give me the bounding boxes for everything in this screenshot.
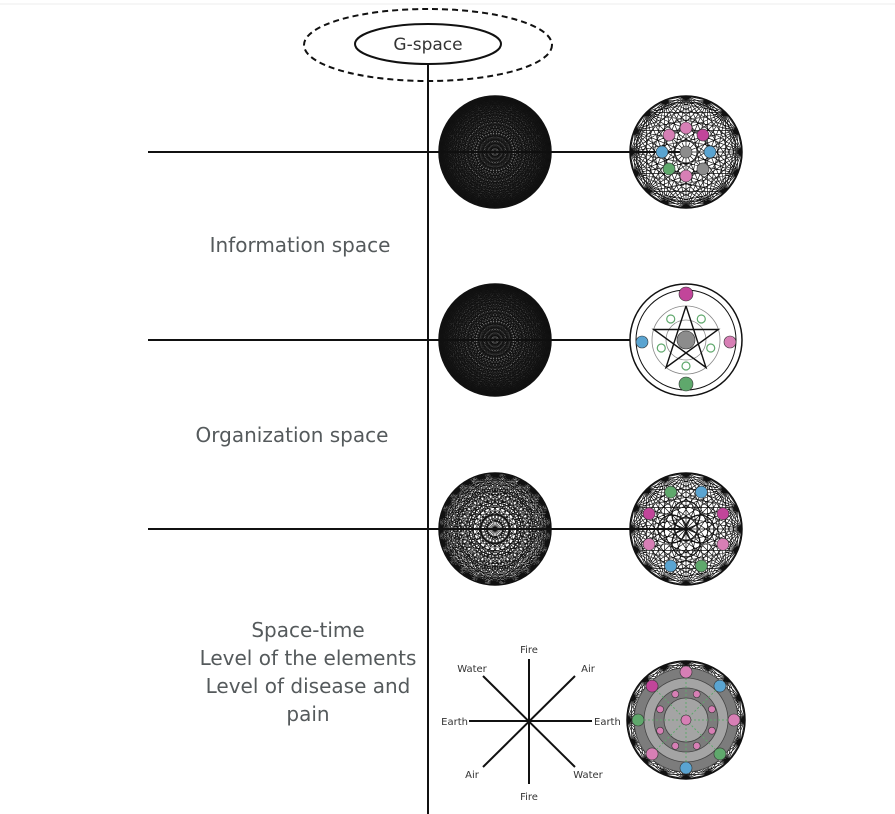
compass-top-label: Fire (520, 645, 538, 656)
node-dot (713, 747, 727, 761)
dense-mesh-circle-2 (438, 283, 552, 397)
node-dot (642, 507, 656, 520)
star-node (696, 314, 706, 324)
compass-right-label: Earth (594, 717, 621, 728)
node-dot (703, 145, 717, 159)
node-dot (671, 690, 680, 698)
node-dot (645, 747, 659, 761)
mesh-outline (629, 472, 743, 586)
node-dot (692, 742, 701, 750)
mesh-ring (456, 490, 534, 568)
node-dot (679, 761, 693, 775)
pain-label: pain (286, 702, 330, 726)
element-disk-circle (626, 660, 746, 780)
mesh-outline (438, 95, 552, 209)
compass-bottom-label: Fire (520, 792, 538, 803)
compass-lower-left-label: Air (465, 770, 480, 781)
star-node (666, 314, 676, 324)
inner-ring (635, 101, 737, 203)
center-node (676, 330, 696, 350)
mesh-ring (480, 514, 510, 544)
node-dot (642, 538, 656, 551)
star (651, 305, 721, 370)
space-time-label: Space-time (251, 618, 365, 642)
node-dot (723, 335, 737, 349)
elements-compass: Fire Fire Earth Earth Water Air Air Wate… (441, 645, 621, 803)
node-dot (695, 485, 708, 499)
node-dot (713, 679, 727, 693)
compass-upper-right-label: Air (581, 664, 596, 675)
node-dot (716, 507, 730, 520)
mesh-circle-3 (438, 472, 552, 586)
compass-left-label: Earth (441, 717, 468, 728)
node-dot (695, 559, 708, 573)
node-dot (692, 690, 701, 698)
node-dot (679, 169, 693, 183)
disk-spokes (634, 668, 738, 772)
node-dot (716, 538, 730, 551)
mesh-outline (629, 95, 743, 209)
node-dot (631, 713, 645, 727)
node-dot (696, 162, 710, 176)
star-node (706, 343, 716, 353)
node-dot (708, 705, 716, 714)
node-dot (696, 128, 710, 142)
mesh-chords (629, 95, 743, 209)
mesh-outline (626, 660, 746, 780)
node-dot (662, 162, 676, 176)
node-dot (671, 742, 680, 750)
node-dot (679, 145, 693, 159)
petal (671, 500, 701, 530)
node-dot (678, 286, 694, 302)
node-dot (679, 665, 693, 679)
disease-level-label: Level of disease and (205, 674, 411, 698)
node-dot (708, 726, 716, 735)
node-dot (679, 121, 693, 135)
space-time-label-block: Space-time Level of the elements Level o… (178, 616, 438, 728)
organization-space-label: Organization space (195, 423, 389, 447)
node-dot (664, 485, 677, 499)
mesh-ring (468, 502, 522, 556)
mesh-outline (438, 472, 552, 586)
compass-line-diagonal-2 (482, 675, 576, 768)
compass-upper-left-label: Water (457, 664, 487, 675)
node-dot (664, 559, 677, 573)
information-space-label: Information space (209, 233, 391, 257)
node-dot (645, 679, 659, 693)
node-dot (678, 376, 694, 392)
star-node (656, 343, 666, 353)
g-space-label: G-space (393, 35, 462, 55)
node-dot (727, 713, 741, 727)
node-dot (662, 128, 676, 142)
node-circle-1 (629, 95, 743, 209)
node-dot (680, 714, 692, 726)
guide-ring (665, 319, 707, 361)
node-dot (635, 335, 649, 349)
elements-level-label: Level of the elements (199, 646, 417, 670)
node-dot (656, 726, 664, 735)
node-circle-2 (629, 283, 743, 397)
node-circle-3 (629, 472, 743, 586)
star-node (681, 361, 691, 371)
node-dot (656, 705, 664, 714)
node-dot (655, 145, 669, 159)
dense-mesh-circle-1 (438, 95, 552, 209)
compass-lower-right-label: Water (573, 770, 603, 781)
mesh-outline (438, 283, 552, 397)
